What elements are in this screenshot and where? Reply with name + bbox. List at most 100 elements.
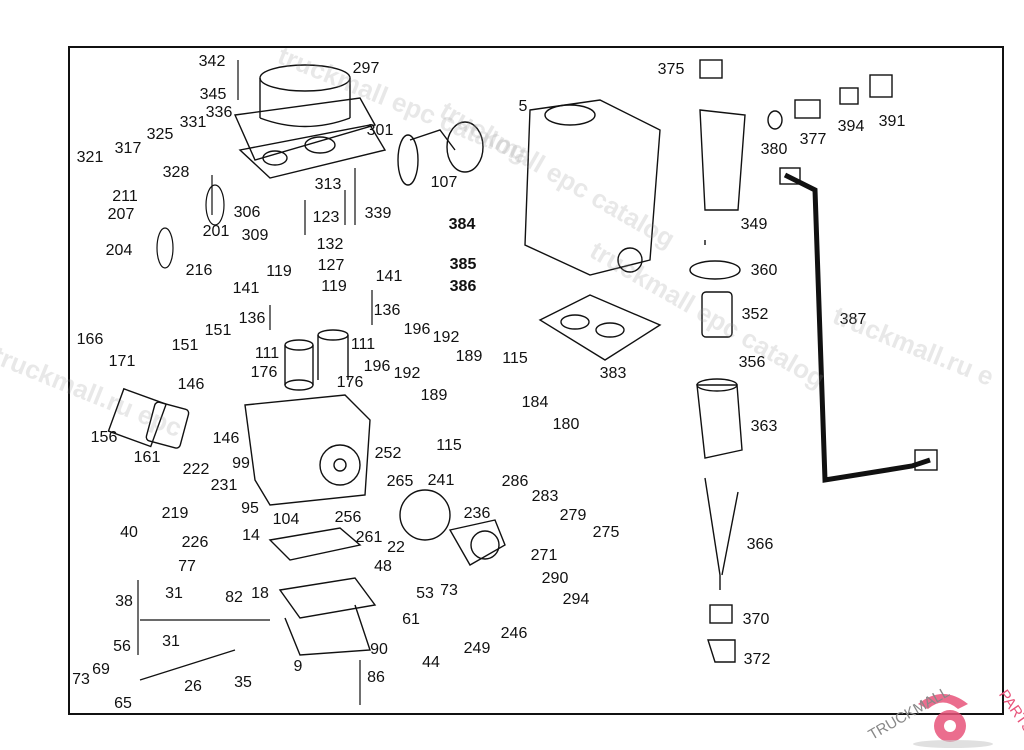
part-label-219: 219 — [161, 505, 189, 522]
part-label-391: 391 — [878, 113, 906, 130]
part-label-366: 366 — [746, 536, 774, 553]
part-label-38: 38 — [115, 593, 133, 610]
part-label-394: 394 — [837, 118, 865, 135]
pump-236 — [448, 519, 506, 566]
part-label-294: 294 — [562, 591, 590, 608]
part-label-31: 31 — [165, 585, 183, 602]
diaphragm-107 — [397, 121, 484, 186]
part-label-115: 115 — [436, 437, 462, 454]
part-label-387: 387 — [839, 311, 867, 328]
part-label-141: 141 — [232, 280, 260, 297]
part-label-44: 44 — [422, 654, 440, 671]
part-label-176: 176 — [336, 374, 364, 391]
cover-156 — [107, 387, 190, 449]
carburetor-body-5 — [524, 99, 661, 276]
filter-352 — [701, 291, 733, 338]
bowl-363 — [696, 378, 743, 459]
part-label-69: 69 — [92, 661, 110, 678]
flange-gasket-383 — [538, 294, 662, 361]
part-label-349: 349 — [740, 216, 768, 233]
ring-360 — [689, 260, 741, 280]
part-label-375: 375 — [657, 61, 685, 78]
part-label-345: 345 — [199, 86, 227, 103]
nut-370 — [707, 604, 736, 663]
part-label-325: 325 — [146, 126, 174, 143]
pipe-387 — [779, 167, 938, 483]
part-label-383: 383 — [599, 365, 627, 382]
part-label-104: 104 — [272, 511, 300, 528]
part-label-132: 132 — [316, 236, 344, 253]
part-label-339: 339 — [364, 205, 392, 222]
part-label-141: 141 — [375, 268, 403, 285]
part-label-283: 283 — [531, 488, 559, 505]
part-label-151: 151 — [171, 337, 199, 354]
part-label-226: 226 — [181, 534, 209, 551]
part-label-249: 249 — [463, 640, 491, 657]
part-label-196: 196 — [403, 321, 431, 338]
part-label-331: 331 — [179, 114, 207, 131]
part-label-360: 360 — [750, 262, 778, 279]
filter-housing-349 — [699, 109, 746, 245]
part-label-26: 26 — [184, 678, 202, 695]
screws — [137, 60, 373, 705]
part-label-184: 184 — [521, 394, 549, 411]
part-label-136: 136 — [238, 310, 266, 327]
part-label-252: 252 — [374, 445, 402, 462]
part-label-95: 95 — [241, 500, 259, 517]
part-label-222: 222 — [182, 461, 210, 478]
part-label-216: 216 — [185, 262, 213, 279]
part-label-207: 207 — [107, 206, 135, 223]
part-label-377: 377 — [799, 131, 827, 148]
part-label-317: 317 — [114, 140, 142, 157]
part-label-352: 352 — [741, 306, 769, 323]
part-label-119: 119 — [321, 278, 347, 295]
clamp-366 — [704, 477, 739, 590]
part-label-107: 107 — [430, 174, 458, 191]
part-label-297: 297 — [352, 60, 380, 77]
part-label-271: 271 — [530, 547, 558, 564]
part-label-241: 241 — [427, 472, 455, 489]
part-label-35: 35 — [234, 674, 252, 691]
part-label-211: 211 — [112, 188, 138, 205]
part-label-146: 146 — [177, 376, 205, 393]
part-label-372: 372 — [743, 651, 771, 668]
part-label-363: 363 — [750, 418, 778, 435]
part-label-275: 275 — [592, 524, 620, 541]
main-body-99 — [244, 394, 371, 506]
gaskets-95-9 — [268, 527, 377, 656]
part-label-5: 5 — [518, 98, 528, 115]
part-label-386: 386 — [449, 278, 477, 295]
part-label-246: 246 — [500, 625, 528, 642]
part-label-290: 290 — [541, 570, 569, 587]
part-label-261: 261 — [355, 529, 383, 546]
part-label-204: 204 — [105, 242, 133, 259]
part-label-356: 356 — [738, 354, 766, 371]
diagram-frame — [68, 46, 1004, 715]
part-label-196: 196 — [363, 358, 391, 375]
part-label-73: 73 — [440, 582, 458, 599]
part-label-156: 156 — [90, 429, 118, 446]
part-label-236: 236 — [463, 505, 491, 522]
part-label-321: 321 — [76, 149, 104, 166]
gasket-301 — [238, 124, 387, 179]
part-label-40: 40 — [120, 524, 138, 541]
part-label-189: 189 — [420, 387, 448, 404]
diaphragm-241 — [399, 489, 451, 541]
top-cover-297 — [233, 64, 377, 161]
part-label-192: 192 — [393, 365, 421, 382]
cylinders-111 — [284, 329, 349, 391]
part-label-65: 65 — [114, 695, 132, 712]
part-label-111: 111 — [350, 336, 376, 353]
part-label-146: 146 — [212, 430, 240, 447]
part-label-77: 77 — [178, 558, 196, 575]
part-label-301: 301 — [366, 122, 394, 139]
part-label-61: 61 — [402, 611, 420, 628]
part-label-127: 127 — [317, 257, 345, 274]
part-label-336: 336 — [205, 104, 233, 121]
part-label-111: 111 — [254, 345, 280, 362]
part-label-31: 31 — [162, 633, 180, 650]
part-label-176: 176 — [250, 364, 278, 381]
part-label-136: 136 — [373, 302, 401, 319]
part-label-342: 342 — [198, 53, 226, 70]
part-label-328: 328 — [162, 164, 190, 181]
